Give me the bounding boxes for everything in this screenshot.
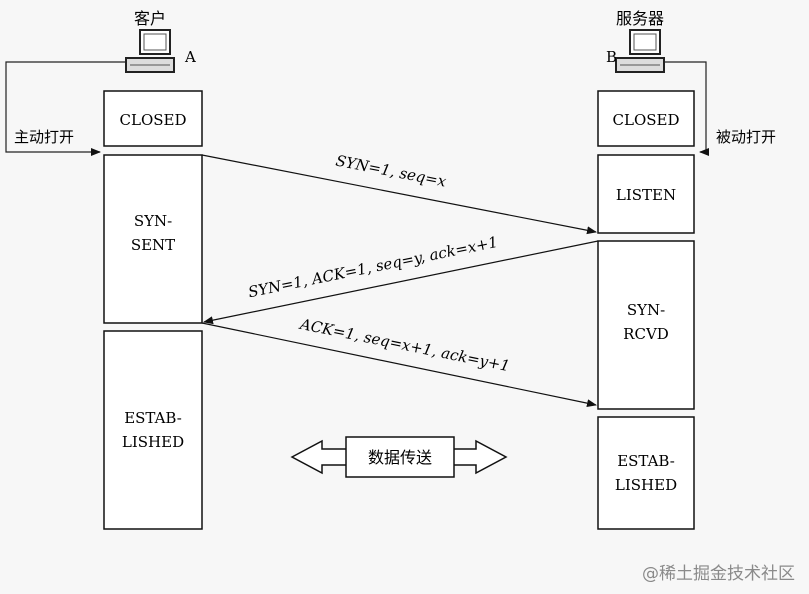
server-state-syn-rcvd-line1: SYN- — [627, 301, 665, 319]
client-state-established-line2: LISHED — [122, 433, 184, 451]
client-state-closed — [103, 90, 203, 147]
server-tag: B — [606, 48, 617, 66]
server-state-closed-label: CLOSED — [613, 111, 680, 129]
client-state-syn-sent-line2: SENT — [131, 236, 175, 254]
client-tag: A — [184, 48, 196, 66]
client-state-established-line1: ESTAB- — [124, 409, 182, 427]
active-open-label: 主动打开 — [14, 128, 74, 146]
server-state-established — [597, 416, 695, 530]
data-transfer-box — [345, 436, 455, 478]
server-label: 服务器 — [616, 9, 664, 28]
client-state-syn-sent-line1: SYN- — [134, 212, 172, 230]
client-state-syn-sent — [103, 154, 203, 324]
server-state-closed — [597, 90, 695, 147]
syn-message: SYN=1, seq=x — [334, 152, 448, 191]
client-state-established — [103, 330, 203, 530]
passive-open-arrow — [664, 61, 709, 156]
client-state-closed-label: CLOSED — [120, 111, 187, 129]
active-open-arrow — [5, 61, 126, 156]
client-label: 客户 — [134, 9, 166, 28]
server-state-established-line2: LISHED — [615, 476, 677, 494]
server-state-syn-rcvd — [597, 240, 695, 410]
server-state-listen — [597, 154, 695, 234]
data-transfer-label: 数据传送 — [368, 448, 432, 467]
passive-open-label: 被动打开 — [716, 128, 776, 146]
ack-arrow — [201, 322, 597, 408]
syn-arrow — [201, 154, 597, 235]
syn-ack-message: SYN=1, ACK=1, seq=y, ack=x+1 — [247, 233, 500, 301]
ack-message: ACK=1, seq=x+1, ack=y+1 — [297, 315, 512, 376]
server-state-established-line1: ESTAB- — [617, 452, 675, 470]
server-state-syn-rcvd-line2: RCVD — [623, 325, 669, 343]
server-computer-icon — [615, 29, 665, 73]
client-computer-icon — [125, 29, 175, 73]
watermark: @稀土掘金技术社区 — [642, 564, 795, 584]
server-state-listen-label: LISTEN — [616, 186, 676, 204]
syn-ack-arrow — [203, 240, 599, 325]
